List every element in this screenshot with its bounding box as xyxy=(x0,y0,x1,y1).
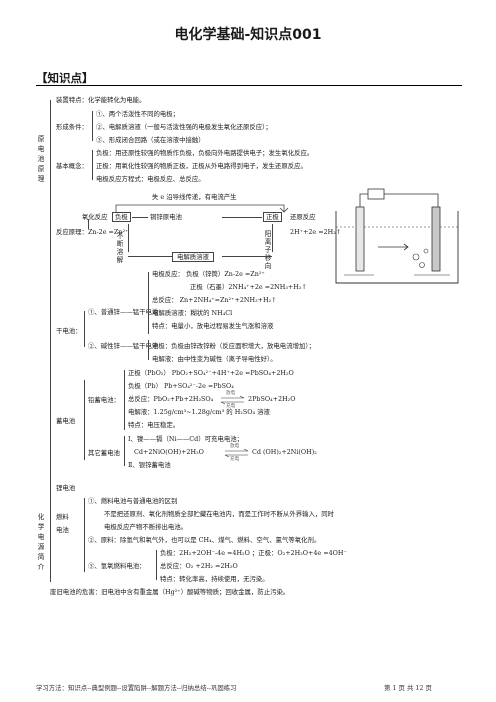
reaction-principle: 反应原理：Zn-2e =Zn²⁺ xyxy=(56,228,129,236)
fuel-cell-label: 燃料电池 xyxy=(56,513,69,534)
ion-move-text: 阳离子移向 xyxy=(264,230,272,270)
solution-to-positive-line xyxy=(272,224,273,252)
continuous-dissolve-label: 不断溶解 xyxy=(116,232,124,264)
storage-battery-label: 蓄电池 xyxy=(56,417,76,425)
positive-reaction: 2H⁺+2e =2H₂↑ xyxy=(290,228,342,236)
electron-flow-arrow xyxy=(115,204,289,213)
condition-3: ③、形成闭合回路（或在溶液中接触） xyxy=(96,136,205,144)
alkaline-description: 电极：负极由锌改锌粉（反应面积增大，放电电流增加）； xyxy=(152,342,315,350)
ion-move-label: 阳离子移向 xyxy=(264,230,272,270)
fuel-cell-feature: 特点：转化率高，持续使用，无污染。 xyxy=(160,575,269,583)
principle-brace xyxy=(88,219,89,229)
alkaline-brace xyxy=(148,340,149,360)
ordinary-zinc-mn: ①、普通锌——锰干电池 xyxy=(88,308,159,316)
lead-equilibrium-arrow xyxy=(220,395,245,405)
ni-cd-discharge: 放电 xyxy=(230,444,240,449)
ni-cd-right: Cd (OH)₂+2Ni(OH)₂ xyxy=(252,448,317,456)
reduction-reaction: 还原反应 xyxy=(290,213,316,221)
conditions-brace xyxy=(92,111,93,141)
fuel-cell-brace xyxy=(84,498,85,572)
ordinary-electrolyte: 电解质溶液：糊状的 NH₄Cl xyxy=(152,309,233,317)
ni-cd-equilibrium-arrow xyxy=(224,448,249,458)
formation-conditions-label: 形成条件： xyxy=(56,123,88,131)
oxidation-reaction: 氧化反应 xyxy=(82,213,108,221)
ordinary-brace xyxy=(148,272,149,334)
solution-line-left xyxy=(128,256,172,257)
dry-battery-label: 干电池： xyxy=(56,327,82,335)
hydrogen-oxygen-brace xyxy=(156,550,157,580)
diagram-top-caption: 失 e 沿导线传递，有电流产生 xyxy=(152,193,237,201)
lithium-battery: 锂电池 xyxy=(56,484,76,492)
concept-positive: 正极：用氧化性较强的物质正极，正极从外电路得到电子，发生还原反应。 xyxy=(96,162,307,170)
negative-electrode-box: 负极 xyxy=(112,212,131,222)
galvanic-cell-illustration xyxy=(335,188,459,284)
lead-discharge: 放电 xyxy=(226,391,236,396)
beaker-icon xyxy=(335,211,459,284)
fuel-cell-point-3: ③、氢氧燃料电池： xyxy=(88,562,146,570)
ammeter-icon xyxy=(367,188,385,200)
primary-battery-brace xyxy=(50,100,51,298)
positive-electrode-box: 正极 xyxy=(263,212,282,222)
fuel-cell-point-1c: 电极反应产物不断排出电池。 xyxy=(104,523,188,531)
other-storage-label: 其它蓄电池 xyxy=(88,449,120,457)
waste-battery-note: 废旧电池的危害：旧电池中含有重金属（Hg²⁺）酸碱等物质；回收金属，防止污染。 xyxy=(50,588,290,596)
fuel-cell-point-1b: 不是把还原剂、氧化剂物质全部贮藏在电池内，而是工作时不断从外界输入，同时 xyxy=(104,510,335,518)
ni-cd-charge: 充电 xyxy=(230,457,240,462)
footer-page-number: 第 1 页 共 12 页 xyxy=(384,684,432,692)
dry-battery-brace xyxy=(84,311,85,347)
lead-electrolyte: 电解液：1.25g/cm³~1.28g/cm³ 的 H₂SO₄ 溶液 xyxy=(128,408,270,416)
lead-total: 总反应：PbO₂+Pb+2H₂SO₄ xyxy=(128,395,214,403)
solution-line-right xyxy=(222,256,272,257)
lead-negative: 负极（Pb） Pb+SO₄²⁻-2e =PbSO₄ xyxy=(128,382,234,390)
electrolyte-box: 电解质溶液 xyxy=(172,252,214,262)
ni-cd-battery: Ⅰ、镍——镉（Ni——Cd）可充电电池； xyxy=(128,435,243,443)
copper-electrode-icon xyxy=(431,206,441,272)
wire-left xyxy=(132,217,148,218)
ni-cd-left: Cd+2NiO(OH)+2H₂O xyxy=(134,448,204,456)
lead-positive: 正极（PbO₂） PbO₂+SO₄²⁻+4H⁺+2e =PbSO₄+2H₂O xyxy=(128,369,294,377)
lead-feature: 特点：电压稳定。 xyxy=(128,421,180,429)
wire-right xyxy=(222,217,262,218)
footer-study-method: 学习方法：知识点--典型例题--设置陷阱--解题方法--归纳总结--巩固练习 xyxy=(36,684,237,692)
ordinary-total: 总反应： Zn+2NH₄⁺=Zn²⁺+2NH₃+H₂↑ xyxy=(152,296,277,304)
lead-charge: 充电 xyxy=(226,404,236,409)
other-storage-brace xyxy=(124,436,125,466)
lead-brace xyxy=(124,370,125,430)
concepts-brace xyxy=(92,150,93,180)
concept-negative: 负极：用还原性较强的物质作负极，负极向外电路提供电子；发生氧化反应。 xyxy=(96,149,314,157)
ion-arrow-icon xyxy=(378,243,409,251)
ag-zn-battery: Ⅱ、银锌蓄电池 xyxy=(128,461,171,469)
basic-concepts-label: 基本概念： xyxy=(56,162,88,170)
lead-total-right: 2PbSO₄+2H₂O xyxy=(248,395,296,403)
primary-battery-side-label: 原电池原理 xyxy=(37,135,45,183)
zinc-electrode-icon xyxy=(355,206,365,272)
continuous-dissolve-text: 不断溶解 xyxy=(116,232,124,264)
section-divider xyxy=(36,85,462,86)
alkaline-electrolyte: 电解液：由中性变为碱性（离子导电性好）。 xyxy=(152,355,277,363)
ordinary-negative: 电极反应： 负极（锌筒）Zn-2e =Zn²⁺ xyxy=(152,270,265,278)
concept-equation: 电极反应方程式：电极反应、总反应。 xyxy=(96,175,205,183)
section-heading: 【知识点】 xyxy=(36,71,94,85)
chemical-power-brace xyxy=(50,296,51,582)
condition-1: ①、两个活泼性不同的电极； xyxy=(96,110,180,118)
condition-2: ②、电解质溶液（一般与活泼性强的电极发生氧化还原反应）； xyxy=(96,123,272,131)
device-feature: 装置特点：化学能转化为电能。 xyxy=(56,96,146,104)
fuel-cell-point-1: ①、燃料电池与普通电池的区别 xyxy=(88,497,178,505)
negative-to-solution-line xyxy=(128,224,129,252)
ordinary-feature: 特点：电量小，放电过程易发生气涨和溶液 xyxy=(152,322,274,330)
chemical-power-side-label: 化学电源简介 xyxy=(37,513,45,571)
fuel-cell-point-2: ②、原料：除氢气和氧气外，也可以是 CH₄、煤气、燃料、空气、氯气等氧化剂。 xyxy=(88,536,321,544)
storage-brace xyxy=(84,380,85,460)
ordinary-positive: 正极（石墨）2NH₄⁺+2e =2NH₃+H₂↑ xyxy=(190,283,307,291)
alkaline-zinc-mn: ②、碱性锌——锰干电池 xyxy=(88,342,159,350)
page-title: 电化学基础-知识点001 xyxy=(174,27,322,43)
fuel-cell-total: 总反应：O₂ +2H₂ =2H₂O xyxy=(160,562,238,570)
fuel-cell-electrodes: 负极：2H₂+2OH⁻-4e =4H₂O ；正极：O₂+2H₂O+4e =4OH… xyxy=(160,549,347,557)
lead-battery-label: 铅蓄电池： xyxy=(88,396,120,404)
cell-label: 铜锌原电池 xyxy=(150,213,182,221)
